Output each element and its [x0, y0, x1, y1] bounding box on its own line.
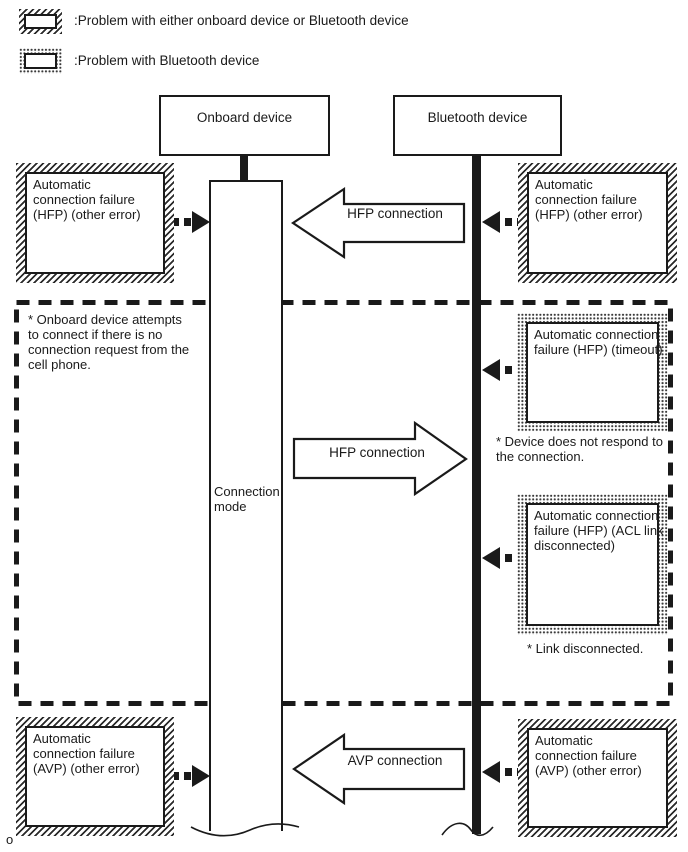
corner-mark: o	[6, 832, 14, 847]
connection-mode-bar	[209, 180, 283, 831]
legend-hatched-swatch	[19, 9, 62, 34]
block-arrow-hfp-mid-right	[292, 420, 468, 497]
bluetooth-device-box: Bluetooth device	[393, 95, 562, 156]
legend-label-stippled: :Problem with Bluetooth device	[74, 53, 260, 68]
connection-mode-label: Connection mode	[214, 484, 280, 514]
block-arrow-hfp-top-left	[291, 186, 466, 260]
note-link-disconnected: * Link disconnected.	[527, 641, 644, 656]
bar-break-wave	[190, 823, 300, 837]
failure-box-hfp-left-text: Automatic connection failure (HFP) (othe…	[25, 172, 165, 274]
failure-box-avp-right: Automatic connection failure (AVP) (othe…	[518, 719, 677, 837]
hfp-top-arrow-label: HFP connection	[347, 206, 443, 221]
failure-box-hfp-left: Automatic connection failure (HFP) (othe…	[16, 163, 174, 283]
onboard-lifeline-stub	[240, 154, 248, 182]
hfp-mid-arrow-label: HFP connection	[329, 445, 425, 460]
failure-box-hfp-acl: Automatic connection failure (HFP) (ACL …	[517, 494, 668, 635]
dashed-arrow-hfp-left-to-bar	[172, 211, 210, 233]
failure-box-hfp-right-text: Automatic connection failure (HFP) (othe…	[527, 172, 668, 274]
failure-box-hfp-timeout: Automatic connection failure (HFP) (time…	[517, 313, 668, 432]
legend-label-hatched: :Problem with either onboard device or B…	[74, 13, 409, 28]
note-onboard-attempts: * Onboard device attempts to connect if …	[28, 312, 190, 372]
failure-box-avp-right-text: Automatic connection failure (AVP) (othe…	[527, 728, 668, 828]
bluetooth-break-wave	[441, 822, 494, 837]
bluetooth-lifeline	[472, 154, 481, 834]
block-arrow-avp-bottom-left	[292, 732, 466, 806]
legend-hatched-swatch-inner	[24, 14, 57, 29]
legend-stippled-swatch	[19, 48, 62, 74]
failure-box-hfp-timeout-text: Automatic connection failure (HFP) (time…	[526, 322, 663, 423]
onboard-device-box: Onboard device	[159, 95, 330, 156]
legend-stippled-swatch-inner	[24, 53, 57, 69]
failure-box-avp-left: Automatic connection failure (AVP) (othe…	[16, 717, 174, 836]
avp-arrow-label: AVP connection	[347, 753, 443, 768]
dashed-arrow-avp-left-to-bar	[172, 765, 210, 787]
failure-box-hfp-right: Automatic connection failure (HFP) (othe…	[518, 163, 677, 283]
note-device-no-response: * Device does not respond to the connect…	[496, 434, 663, 464]
failure-box-avp-left-text: Automatic connection failure (AVP) (othe…	[25, 726, 165, 827]
failure-box-hfp-acl-text: Automatic connection failure (HFP) (ACL …	[526, 503, 664, 626]
